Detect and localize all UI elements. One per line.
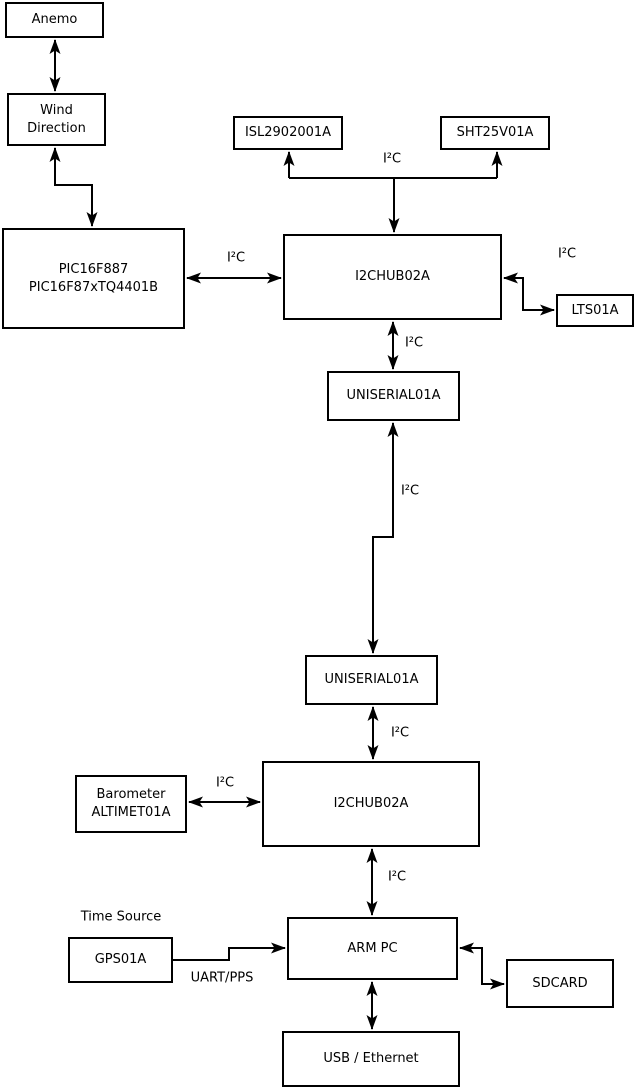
- node-lts01a-label: LTS01A: [571, 302, 619, 318]
- edge-label-i2c-hub1-lts: I²C: [555, 246, 579, 262]
- node-sdcard-label: SDCARD: [532, 975, 588, 991]
- edge-label-i2c-sensor-branch: I²C: [380, 151, 404, 167]
- edge-label-i2c-uniserial2-hub2: I²C: [388, 725, 412, 741]
- node-isl2902001a-label: ISL2902001A: [244, 125, 332, 140]
- node-pic16f887-line2: PIC16F87xTQ4401B: [28, 279, 159, 295]
- node-uniserial01a-1: UNISERIAL01A: [327, 371, 460, 421]
- node-lts01a: LTS01A: [556, 294, 634, 327]
- edge-uniserial1-uniserial2: [367, 422, 399, 654]
- node-pic16f887-line1: PIC16F887: [58, 261, 129, 277]
- node-pic16f887: PIC16F887 PIC16F87xTQ4401B: [2, 228, 185, 329]
- node-wind-direction-line2: Direction: [27, 120, 86, 136]
- node-usb-ethernet-label: USB / Ethernet: [323, 1051, 419, 1066]
- edge-gps-armpc: [173, 942, 286, 961]
- node-barometer-altimet01a: Barometer ALTIMET01A: [75, 775, 187, 833]
- node-i2chub02a-1-label: I2CHUB02A: [355, 269, 430, 284]
- node-wind-direction-line1: Wind: [40, 102, 73, 118]
- node-sht25v01a: SHT25V01A: [440, 116, 550, 150]
- node-uniserial01a-2: UNISERIAL01A: [305, 655, 438, 705]
- node-sht25v01a-label: SHT25V01A: [456, 125, 534, 140]
- label-time-source: Time Source: [78, 909, 164, 925]
- node-arm-pc: ARM PC: [287, 917, 458, 980]
- node-anemo-label: Anemo: [31, 12, 78, 27]
- node-gps01a: GPS01A: [68, 937, 173, 983]
- edge-winddirection-pic: [49, 147, 98, 227]
- edge-label-i2c-uniserial-link: I²C: [398, 483, 422, 499]
- node-barometer-line1: Barometer: [96, 787, 166, 802]
- edge-hub1-lts: [503, 272, 555, 316]
- node-wind-direction: Wind Direction: [7, 93, 106, 146]
- node-anemo: Anemo: [5, 2, 104, 38]
- node-gps01a-label: GPS01A: [94, 952, 147, 967]
- node-usb-ethernet: USB / Ethernet: [282, 1031, 460, 1087]
- edge-label-i2c-hub2-armpc: I²C: [385, 869, 409, 885]
- node-uniserial01a-1-label: UNISERIAL01A: [346, 388, 441, 403]
- node-uniserial01a-2-label: UNISERIAL01A: [324, 672, 419, 687]
- node-i2chub02a-2-label: I2CHUB02A: [333, 796, 409, 811]
- node-barometer-line2: ALTIMET01A: [91, 805, 171, 820]
- node-isl2902001a: ISL2902001A: [233, 116, 343, 150]
- edge-label-i2c-barometer-hub2: I²C: [213, 775, 237, 791]
- edge-label-uart-pps: UART/PPS: [188, 970, 256, 986]
- node-sdcard: SDCARD: [506, 959, 614, 1008]
- node-i2chub02a-2: I2CHUB02A: [262, 761, 480, 847]
- edge-label-i2c-hub1-uniserial1: I²C: [402, 335, 426, 351]
- node-arm-pc-label: ARM PC: [347, 940, 398, 956]
- edge-armpc-sdcard: [459, 942, 505, 990]
- node-i2chub02a-1: I2CHUB02A: [283, 234, 502, 320]
- edge-label-i2c-pic-hub1: I²C: [224, 250, 248, 266]
